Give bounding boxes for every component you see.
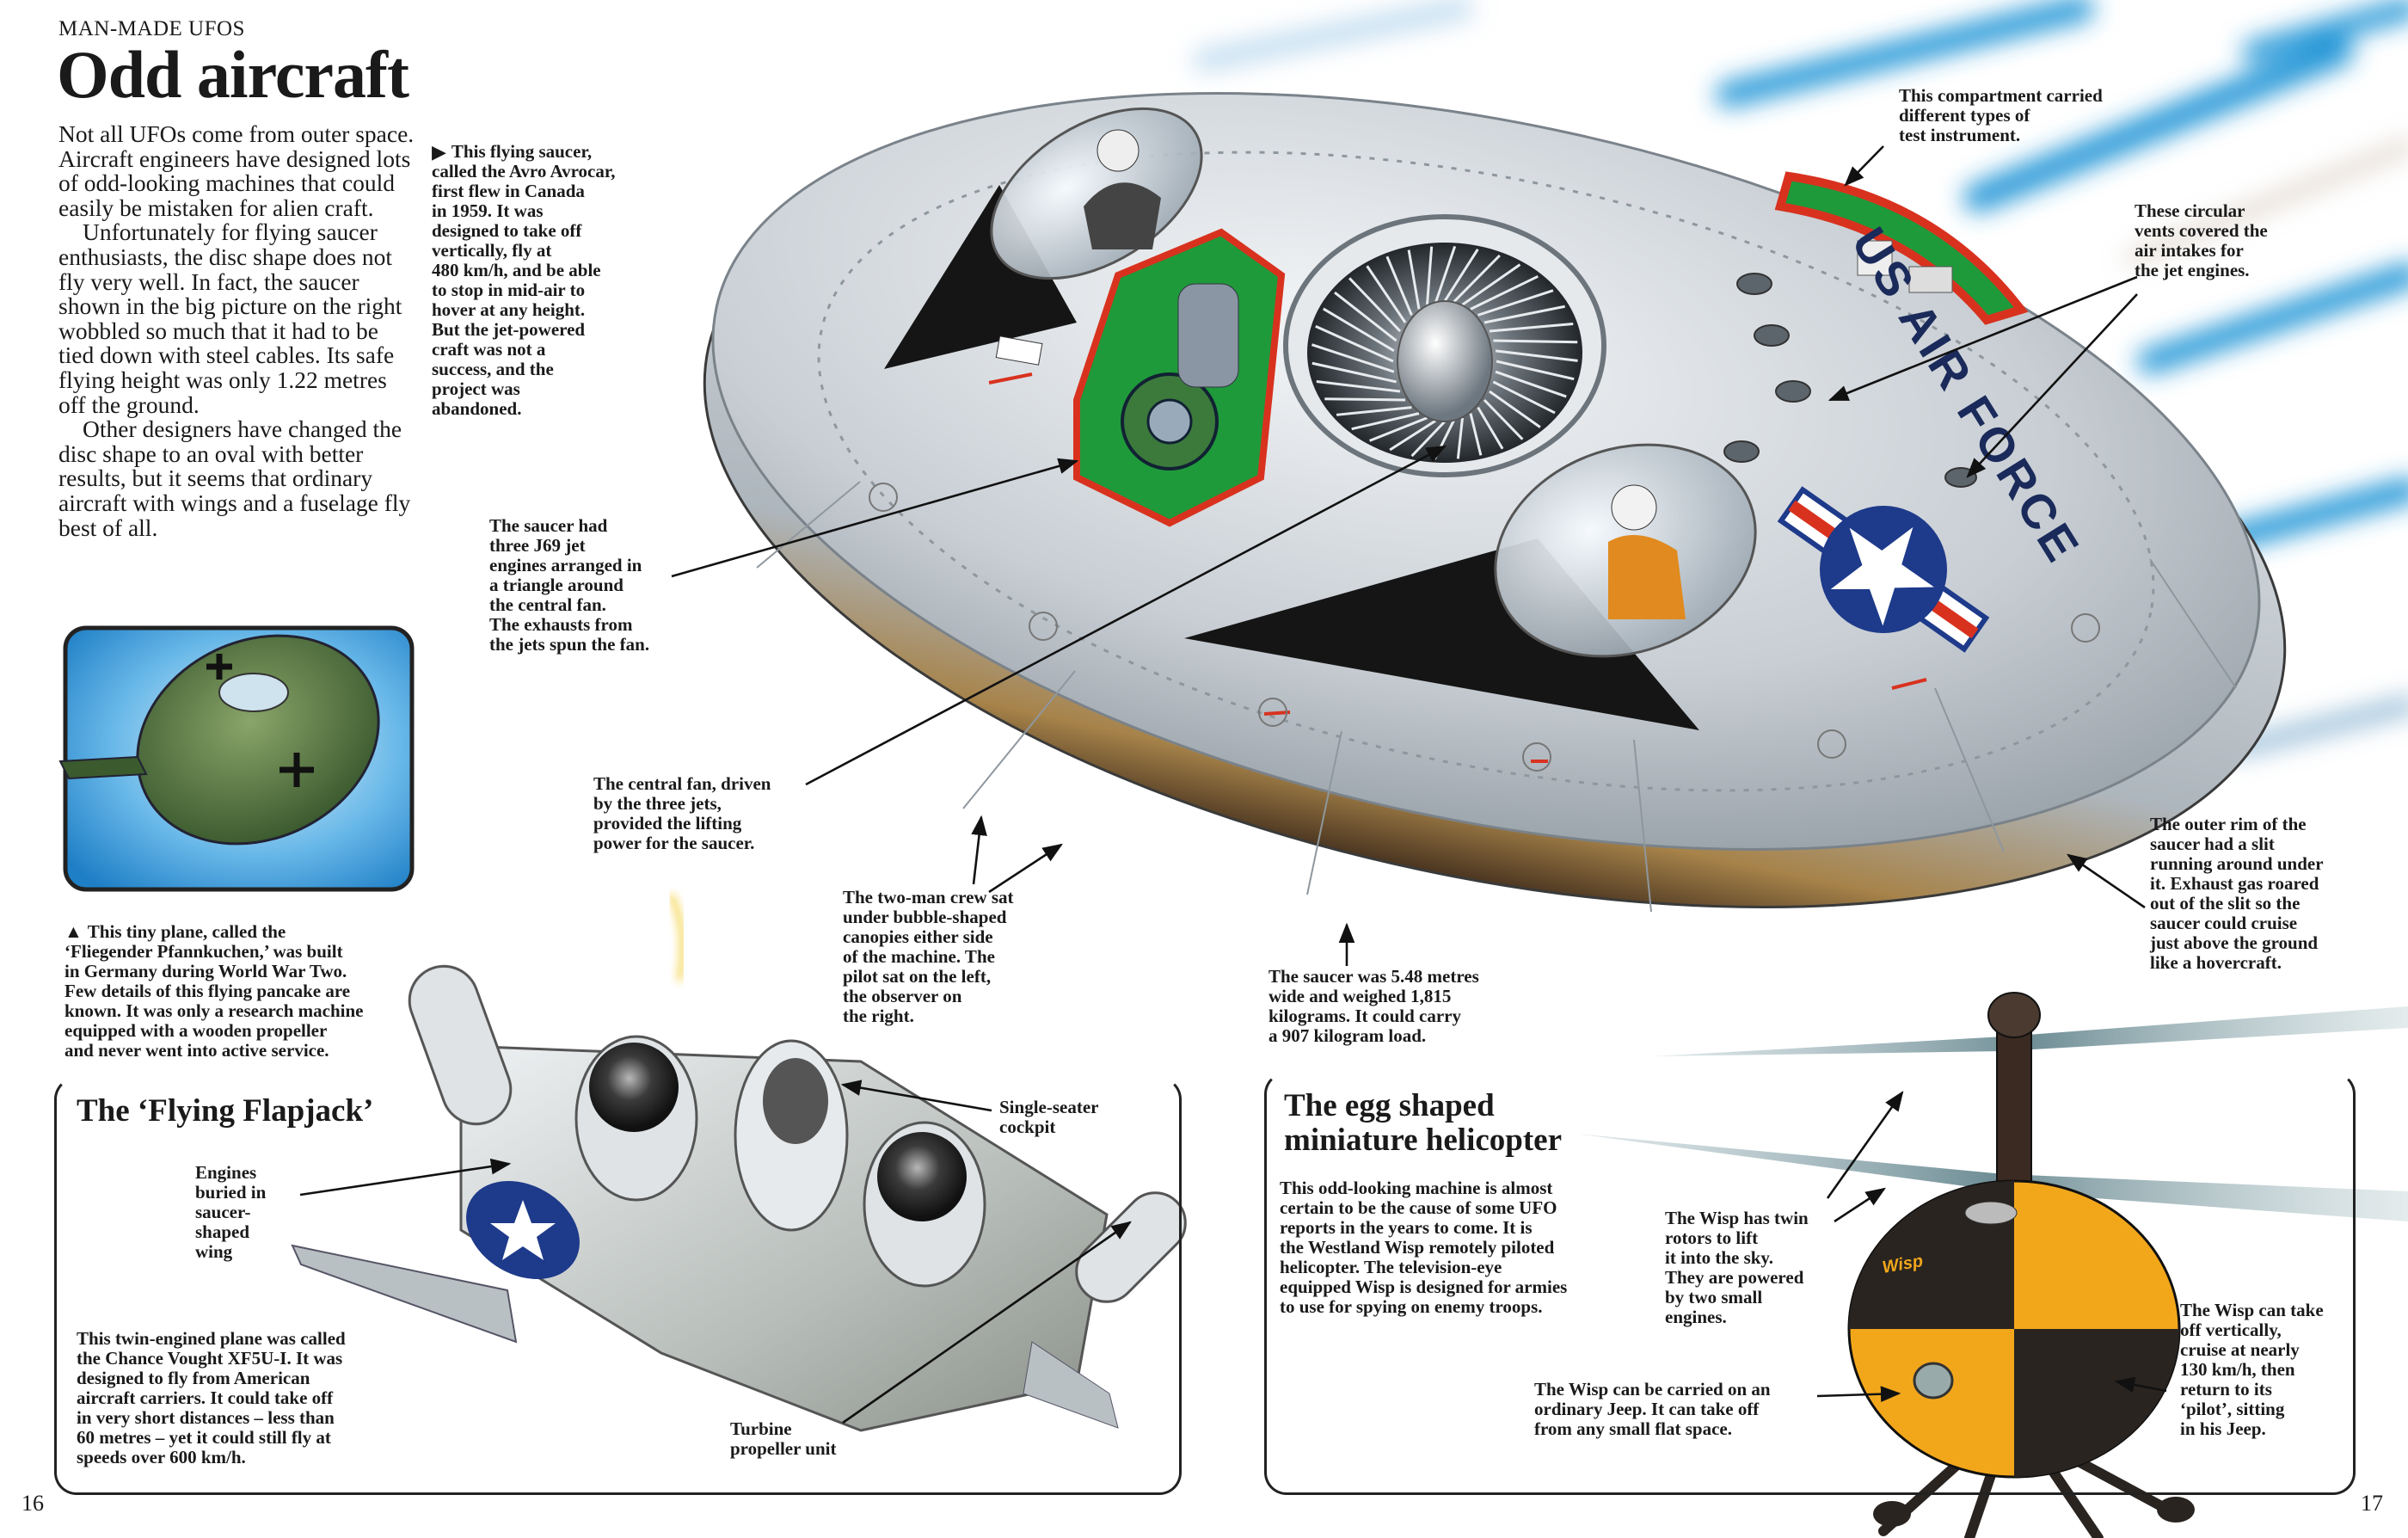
- helicopter-heading: The egg shaped miniature helicopter: [1284, 1088, 1563, 1158]
- pfannkuchen-illustration: [58, 625, 415, 892]
- flapjack-illustration: [291, 893, 1187, 1432]
- fan-blade: [1453, 254, 1501, 304]
- intro-paragraph: Not all UFOs come from outer space. Airc…: [58, 120, 415, 221]
- fan-blade: [1351, 412, 1420, 431]
- helicopter-panel: [1264, 1072, 2356, 1495]
- fan-blade: [1425, 246, 1434, 305]
- fan-blade: [1483, 398, 1524, 440]
- fan-blade: [1493, 339, 1578, 344]
- pointer-right-icon: ▶: [432, 141, 446, 163]
- fan-blade: [1410, 420, 1447, 458]
- flapjack-turbine-label: Turbine propeller unit: [730, 1418, 837, 1459]
- leader-lines: [299, 145, 2167, 1424]
- fan-blade: [1489, 390, 1541, 428]
- fan-blade: [1470, 274, 1539, 311]
- fan-blade: [1456, 417, 1465, 459]
- vents-label: These circular vents covered the air int…: [2135, 200, 2268, 280]
- fan-dome: [1397, 300, 1493, 422]
- fan-blade: [1324, 397, 1406, 402]
- fan-blade: [1336, 406, 1412, 416]
- flapjack-panel: [54, 1077, 1182, 1495]
- fan-blade: [1366, 265, 1407, 323]
- fan-blade: [1489, 323, 1574, 333]
- pfannkuchen-caption-text: This tiny plane, called the ‘Fliegender …: [64, 921, 364, 1061]
- pfannkuchen-caption: ▲This tiny plane, called the ‘Fliegender…: [64, 902, 364, 1061]
- flapjack-heading: The ‘Flying Flapjack’: [77, 1093, 374, 1129]
- fan-blade: [1312, 361, 1397, 384]
- engines-label: The saucer had three J69 jet engines arr…: [489, 515, 650, 655]
- fan-blade: [1348, 277, 1402, 333]
- flapjack-engines-label: Engines buried in saucer- shaped wing: [195, 1162, 267, 1262]
- fan-blade: [1477, 406, 1504, 450]
- fan-blade: [1443, 249, 1479, 302]
- fan-blade: [1484, 305, 1565, 324]
- fan-blade: [1322, 307, 1395, 353]
- page-title: Odd aircraft: [57, 37, 409, 112]
- avrocar-saucer-illustration: US AIR FORCE: [703, 92, 2287, 913]
- fan-blade: [1334, 291, 1398, 342]
- fan-blade: [1316, 380, 1401, 393]
- usaf-roundel: [1777, 486, 1990, 653]
- fan-blade: [1496, 360, 1575, 381]
- pointer-up-icon: ▲: [64, 921, 83, 942]
- fan-blade: [1434, 245, 1457, 303]
- jeep-label: The Wisp can be carried on an ordinary J…: [1534, 1379, 1771, 1439]
- fan-blade: [1311, 343, 1395, 373]
- section-kicker: MAN-MADE UFOS: [58, 17, 245, 40]
- wisp-helicopter-illustration: Wisp: [1576, 992, 2408, 1538]
- avrocar-caption: ▶This flying saucer, called the Avro Avr…: [432, 122, 615, 419]
- fan-blade: [1369, 416, 1428, 442]
- crew-label: The two-man crew sat under bubble-shaped…: [843, 887, 1014, 1026]
- flapjack-cockpit-label: Single-seater cockpit: [999, 1097, 1099, 1137]
- fan-blade: [1492, 380, 1556, 415]
- avrocar-caption-text: This flying saucer, called the Avro Avro…: [432, 141, 616, 419]
- page-number-left: 16: [22, 1491, 44, 1516]
- fan-label: The central fan, driven by the three jet…: [593, 773, 771, 853]
- helicopter-body-text: This odd-looking machine is almost certa…: [1280, 1178, 1568, 1317]
- intro-paragraph: Other designers have changed the disc sh…: [58, 415, 411, 541]
- fan-blade: [1385, 255, 1413, 316]
- intro-text: Not all UFOs come from outer space. Airc…: [58, 120, 420, 541]
- fan-blade: [1461, 263, 1521, 306]
- fan-blade: [1389, 419, 1437, 452]
- fan-blade: [1407, 249, 1421, 310]
- fan-blade: [1469, 413, 1483, 456]
- fan-blade: [1315, 324, 1394, 363]
- fan-blade: [1495, 349, 1578, 362]
- fan-blades: [1311, 245, 1578, 460]
- rim-label: The outer rim of the saucer had a slit r…: [2150, 814, 2324, 973]
- flapjack-body-text: This twin-engined plane was called the C…: [77, 1328, 346, 1467]
- fan-blade: [1477, 289, 1554, 317]
- flight-label: The Wisp can take off vertically, cruise…: [2180, 1300, 2324, 1439]
- intro-paragraph: Unfortunately for flying saucer enthusia…: [58, 218, 402, 418]
- page-number-right: 17: [2361, 1491, 2383, 1516]
- instrument-compartment: [1774, 171, 2029, 325]
- rotors-label: The Wisp has twin rotors to lift it into…: [1665, 1208, 1809, 1327]
- size-label: The saucer was 5.48 metres wide and weig…: [1268, 966, 1479, 1046]
- compartment-label: This compartment carried different types…: [1899, 85, 2103, 145]
- fan-blade: [1495, 370, 1567, 398]
